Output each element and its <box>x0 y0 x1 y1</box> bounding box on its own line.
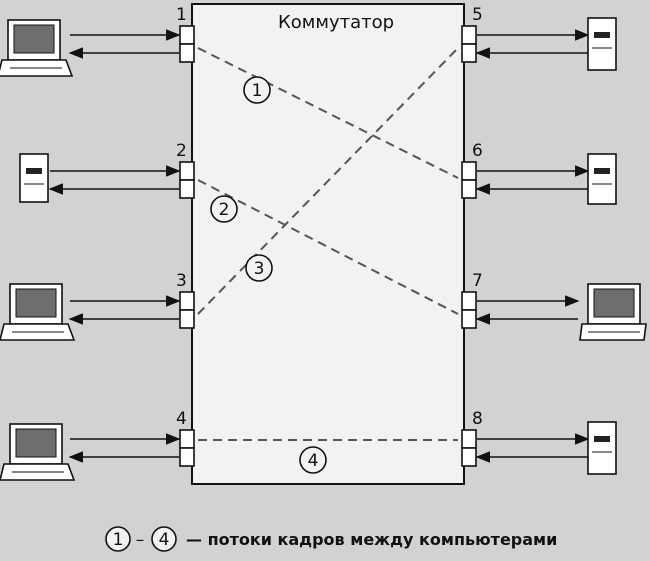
flow-line-1 <box>197 47 459 179</box>
flow-marker-4: 4 <box>299 446 327 474</box>
legend-from: 1 <box>113 530 124 550</box>
legend-text: — потоки кадров между компьютерами <box>186 530 557 549</box>
flow-marker-1: 1 <box>243 76 271 104</box>
flow-marker-2: 2 <box>210 195 238 223</box>
flow-line-3 <box>197 47 459 315</box>
computer-icon-port-1 <box>0 19 74 77</box>
port-number-1: 1 <box>176 5 187 25</box>
port-number-8: 8 <box>472 409 483 429</box>
link-7 <box>475 295 580 325</box>
port-number-6: 6 <box>472 141 483 161</box>
link-1 <box>68 29 181 59</box>
link-4 <box>68 433 181 463</box>
flow-line-2 <box>197 179 459 315</box>
port-7: 7 <box>461 271 483 329</box>
flow-number-2: 2 <box>219 200 230 220</box>
computer-icon-port-4 <box>0 423 76 481</box>
link-2 <box>48 165 181 195</box>
switch-box <box>191 3 465 485</box>
port-number-4: 4 <box>176 409 187 429</box>
link-5 <box>475 29 590 59</box>
port-8: 8 <box>461 409 483 467</box>
server-icon-port-2 <box>19 153 49 203</box>
port-4: 4 <box>176 409 195 467</box>
server-icon-port-8 <box>587 421 617 475</box>
server-icon-port-6 <box>587 153 617 205</box>
link-3 <box>68 295 181 325</box>
computer-icon-port-7 <box>579 283 647 341</box>
legend-dash: – <box>136 530 145 550</box>
port-1: 1 <box>176 5 195 63</box>
port-2: 2 <box>176 141 195 199</box>
computer-icon-port-3 <box>0 283 76 341</box>
port-6: 6 <box>461 141 483 199</box>
port-number-2: 2 <box>176 141 187 161</box>
link-8 <box>475 433 590 463</box>
flow-number-4: 4 <box>308 451 319 471</box>
port-number-7: 7 <box>472 271 483 291</box>
legend-to: 4 <box>159 530 170 550</box>
port-number-5: 5 <box>472 5 483 25</box>
port-3: 3 <box>176 271 195 329</box>
port-number-3: 3 <box>176 271 187 291</box>
link-6 <box>475 165 590 195</box>
flow-number-1: 1 <box>252 81 263 101</box>
server-icon-port-5 <box>587 17 617 71</box>
flow-marker-3: 3 <box>245 254 273 282</box>
legend: 1 – 4 — потоки кадров между компьютерами <box>105 526 557 552</box>
flow-number-3: 3 <box>254 259 265 279</box>
switch-label: Коммутатор <box>278 12 394 33</box>
